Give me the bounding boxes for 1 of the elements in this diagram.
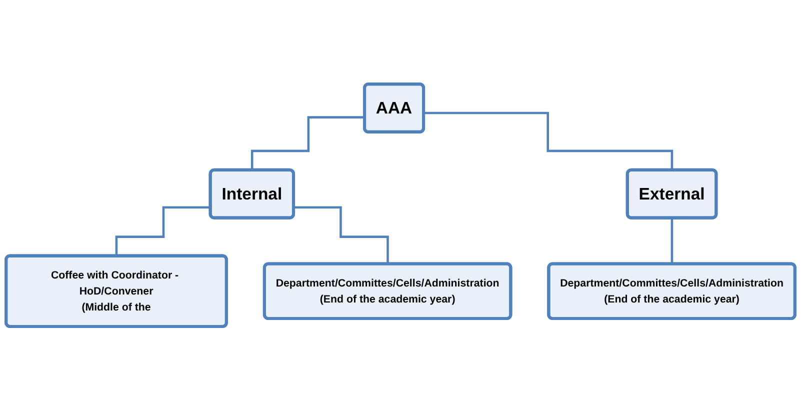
connector	[294, 206, 390, 266]
